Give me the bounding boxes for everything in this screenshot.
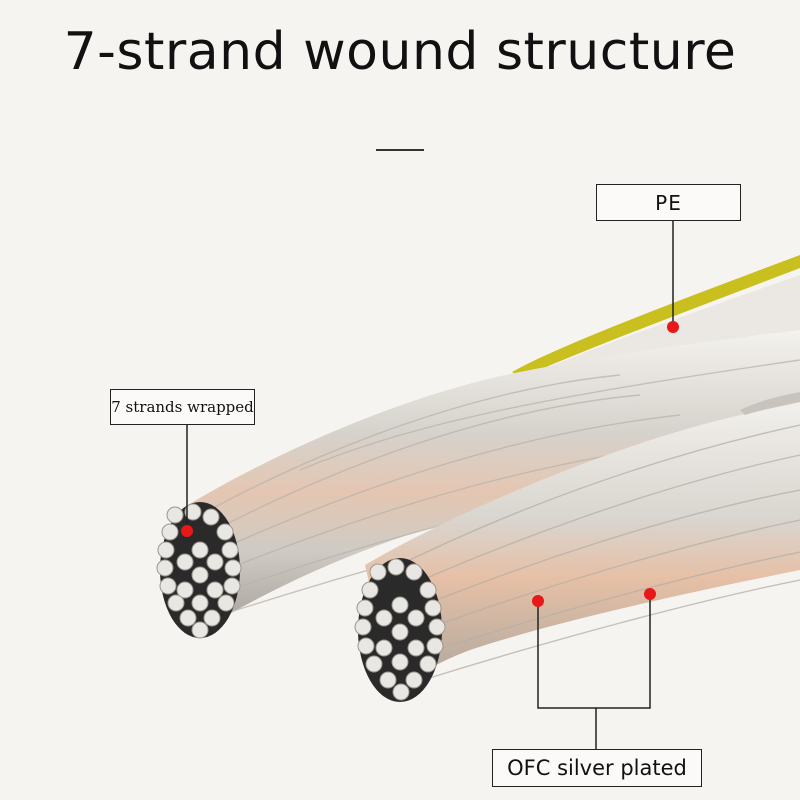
- ofc-marker-left: [532, 595, 544, 607]
- pe-insulation-edge: [512, 255, 800, 378]
- upper-strand-end-face: [156, 502, 242, 639]
- upper-wire-bundle: [180, 330, 800, 625]
- marker-dots: [181, 321, 679, 607]
- title-divider: [376, 149, 424, 151]
- strands-marker: [181, 525, 193, 537]
- ofc-marker-right: [644, 588, 656, 600]
- pe-label: PE: [596, 184, 741, 221]
- leader-lines: [186, 221, 674, 749]
- lower-wire-strand-lines: [384, 424, 800, 685]
- strands-label: 7 strands wrapped: [110, 389, 255, 425]
- page-title: 7-strand wound structure: [63, 22, 737, 82]
- pe-marker: [667, 321, 679, 333]
- ofc-label: OFC silver plated: [492, 749, 702, 787]
- lower-wire-bundle: [365, 402, 800, 695]
- lower-strand-end-face: [354, 558, 446, 702]
